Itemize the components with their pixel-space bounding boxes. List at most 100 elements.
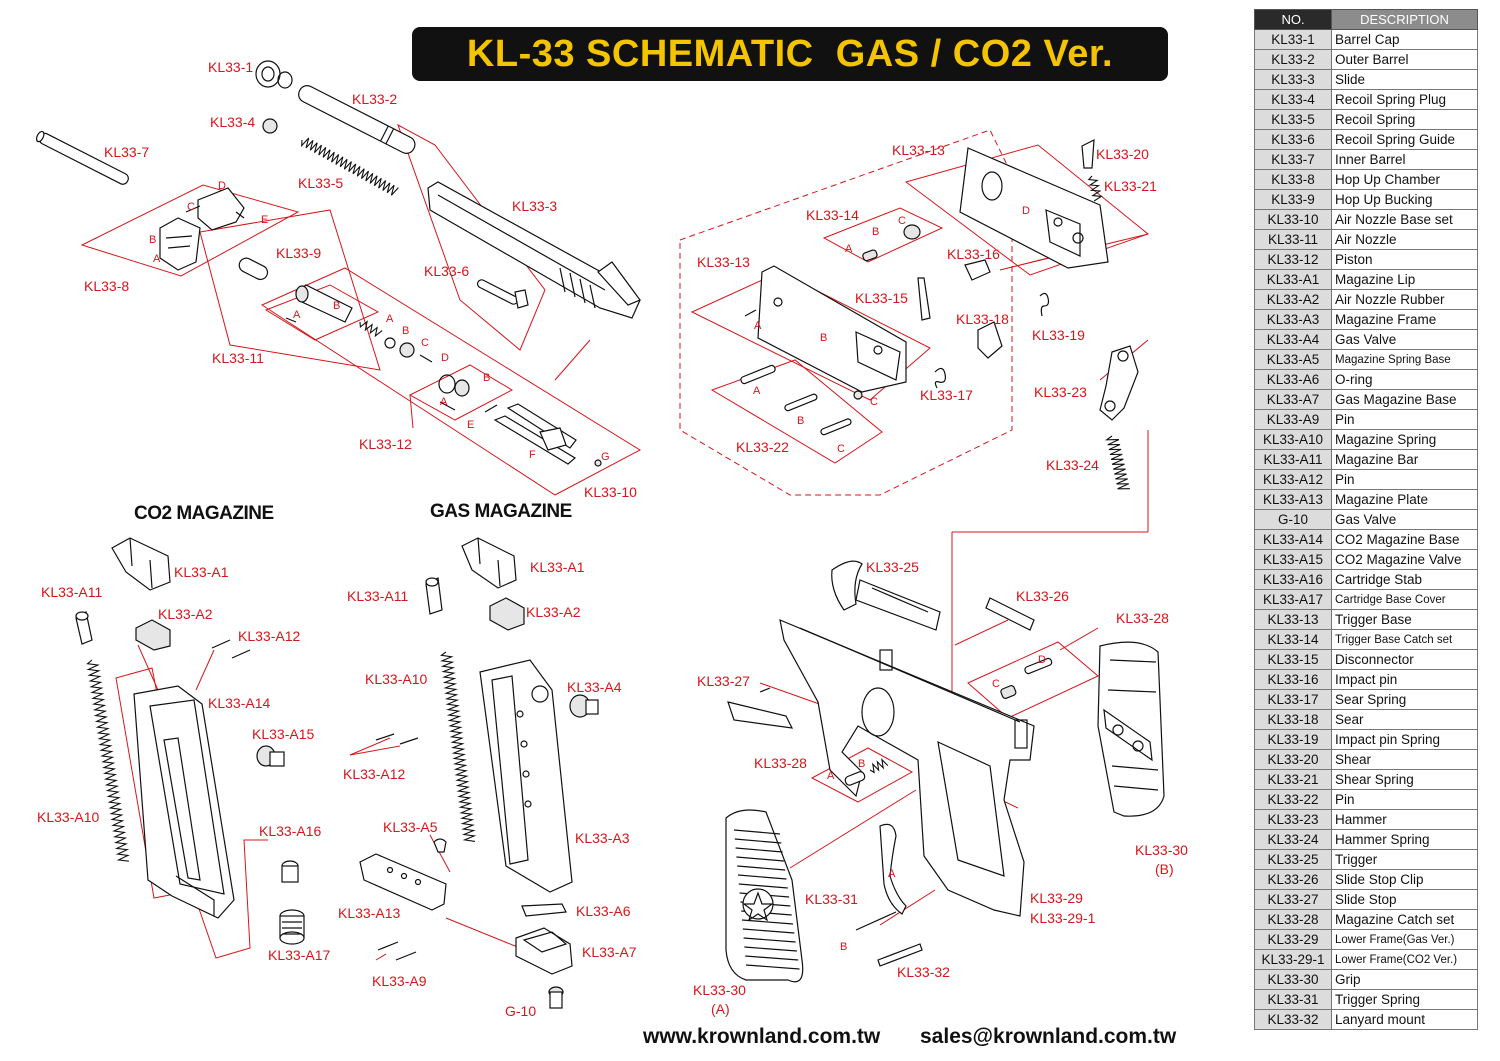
part-number-cell: KL33-8 [1254, 169, 1332, 190]
part-description-cell: Pin [1331, 469, 1478, 490]
part-description-cell: CO2 Magazine Valve [1331, 549, 1478, 570]
co2-pin-1 [211, 639, 231, 649]
mag-catch-arrow [1059, 627, 1099, 651]
gas-magazine-base [515, 927, 573, 975]
part-description-cell: Magazine Frame [1331, 309, 1478, 330]
co2-a2-leader [137, 644, 159, 691]
letter-b: B [149, 234, 156, 246]
lower-frame [779, 619, 1035, 917]
part-number-cell: KL33-A7 [1254, 389, 1332, 410]
o-ring-small [384, 337, 396, 349]
slide-leader [554, 339, 591, 381]
callout-kl33-16: KL33-16 [947, 246, 1000, 262]
part-number-cell: KL33-3 [1254, 69, 1332, 90]
letter-a: A [827, 770, 835, 782]
slide-stop-clip [985, 597, 1035, 631]
part-number-cell: KL33-2 [1254, 49, 1332, 70]
part-description-cell: Air Nozzle [1331, 229, 1478, 250]
part-number-cell: KL33-24 [1254, 829, 1332, 850]
part-description-cell: Trigger Spring [1331, 989, 1478, 1010]
hammer-spring [1104, 435, 1130, 490]
callout-kl33-30: KL33-30 [1135, 842, 1188, 858]
trigger [831, 560, 941, 631]
callout-kl33-28: KL33-28 [754, 755, 807, 771]
gas-magazine-plate [359, 853, 447, 911]
lanyard-mount [877, 943, 923, 967]
part-number-cell: KL33-A9 [1254, 409, 1332, 430]
part-description-cell: Hammer Spring [1331, 829, 1478, 850]
callout-gas-a6: KL33-A6 [576, 903, 631, 919]
callout-gas-a2: KL33-A2 [526, 604, 581, 620]
callout-kl33-29: KL33-29 [1030, 890, 1083, 906]
footer-website: www.krownland.com.tw [642, 1025, 881, 1048]
gas-valve [569, 694, 599, 718]
gas-pin-2 [399, 737, 419, 745]
callout-co2-a15: KL33-A15 [252, 726, 314, 742]
letter-e: E [261, 214, 268, 226]
lower-frame-group: D C B A A B KL33-25 KL33-26 KL33-28 KL33… [693, 559, 1188, 1017]
part-number-cell: KL33-23 [1254, 809, 1332, 830]
gas-a9-leader [375, 953, 387, 961]
callout-kl33-18: KL33-18 [956, 311, 1009, 327]
callout-kl33-11: KL33-11 [212, 350, 264, 366]
letter-b: B [858, 758, 865, 770]
slide [427, 181, 641, 319]
callout-gas-a1: KL33-A1 [530, 559, 585, 575]
impact-pin-spring [1039, 292, 1050, 317]
part-number-cell: KL33-A15 [1254, 549, 1332, 570]
part-number-cell: KL33-A3 [1254, 309, 1332, 330]
grip-left [725, 809, 804, 983]
part-description-cell: Magazine Catch set [1331, 909, 1478, 930]
part-description-cell: Air Nozzle Base set [1331, 209, 1478, 230]
parts-table-header: NO. DESCRIPTION [1254, 9, 1478, 30]
callout-kl33-14: KL33-14 [806, 207, 859, 223]
screw-a [744, 309, 757, 317]
part-description-cell: O-ring [1331, 369, 1478, 390]
title-banner: KL-33 SCHEMATIC GAS / CO2 Ver. [412, 27, 1168, 81]
co2-cartridge-outline [195, 839, 268, 959]
barrel-cap [255, 60, 293, 89]
nozzle-base-outline [260, 267, 642, 496]
part-description-cell: Magazine Spring Base [1331, 349, 1478, 370]
co2-air-nozzle-rubber [135, 619, 171, 651]
callout-kl33-8: KL33-8 [84, 278, 129, 294]
gas-magazine-frame [479, 659, 573, 893]
callout-co2-a11: KL33-A11 [41, 584, 102, 600]
gas-o-ring [521, 903, 567, 917]
callout-kl33-19: KL33-19 [1032, 327, 1085, 343]
callout-co2-a14: KL33-A14 [208, 695, 270, 711]
part-number-cell: KL33-21 [1254, 769, 1332, 790]
part-description-cell: Recoil Spring Plug [1331, 89, 1478, 110]
sear-spring [934, 367, 946, 389]
letter-a: A [845, 243, 853, 255]
hop-up-outline [80, 184, 300, 277]
letter-c: C [898, 215, 906, 227]
letter-b: B [483, 372, 490, 384]
part-description-cell: Slide Stop Clip [1331, 869, 1478, 890]
part-description-cell: Sear Spring [1331, 689, 1478, 710]
part-description-cell: Gas Magazine Base [1331, 389, 1478, 410]
recoil-spring-plug [262, 118, 278, 134]
gas-magazine-group: GAS MAGAZINE [338, 501, 637, 1019]
callout-gas-a3: KL33-A3 [575, 830, 630, 846]
letter-d: D [441, 352, 449, 364]
callout-kl33-20: KL33-20 [1096, 146, 1149, 162]
part-number-cell: KL33-10 [1254, 209, 1332, 230]
part-description-cell: Impact pin Spring [1331, 729, 1478, 750]
gas-a12-leader-1 [349, 737, 391, 756]
callout-co2-a2: KL33-A2 [158, 606, 213, 622]
part-number-cell: KL33-6 [1254, 129, 1332, 150]
part-number-cell: KL33-14 [1254, 629, 1332, 650]
letter-f: F [529, 449, 536, 461]
trigger-spring [879, 823, 907, 915]
callout-kl33-23: KL33-23 [1034, 384, 1087, 400]
